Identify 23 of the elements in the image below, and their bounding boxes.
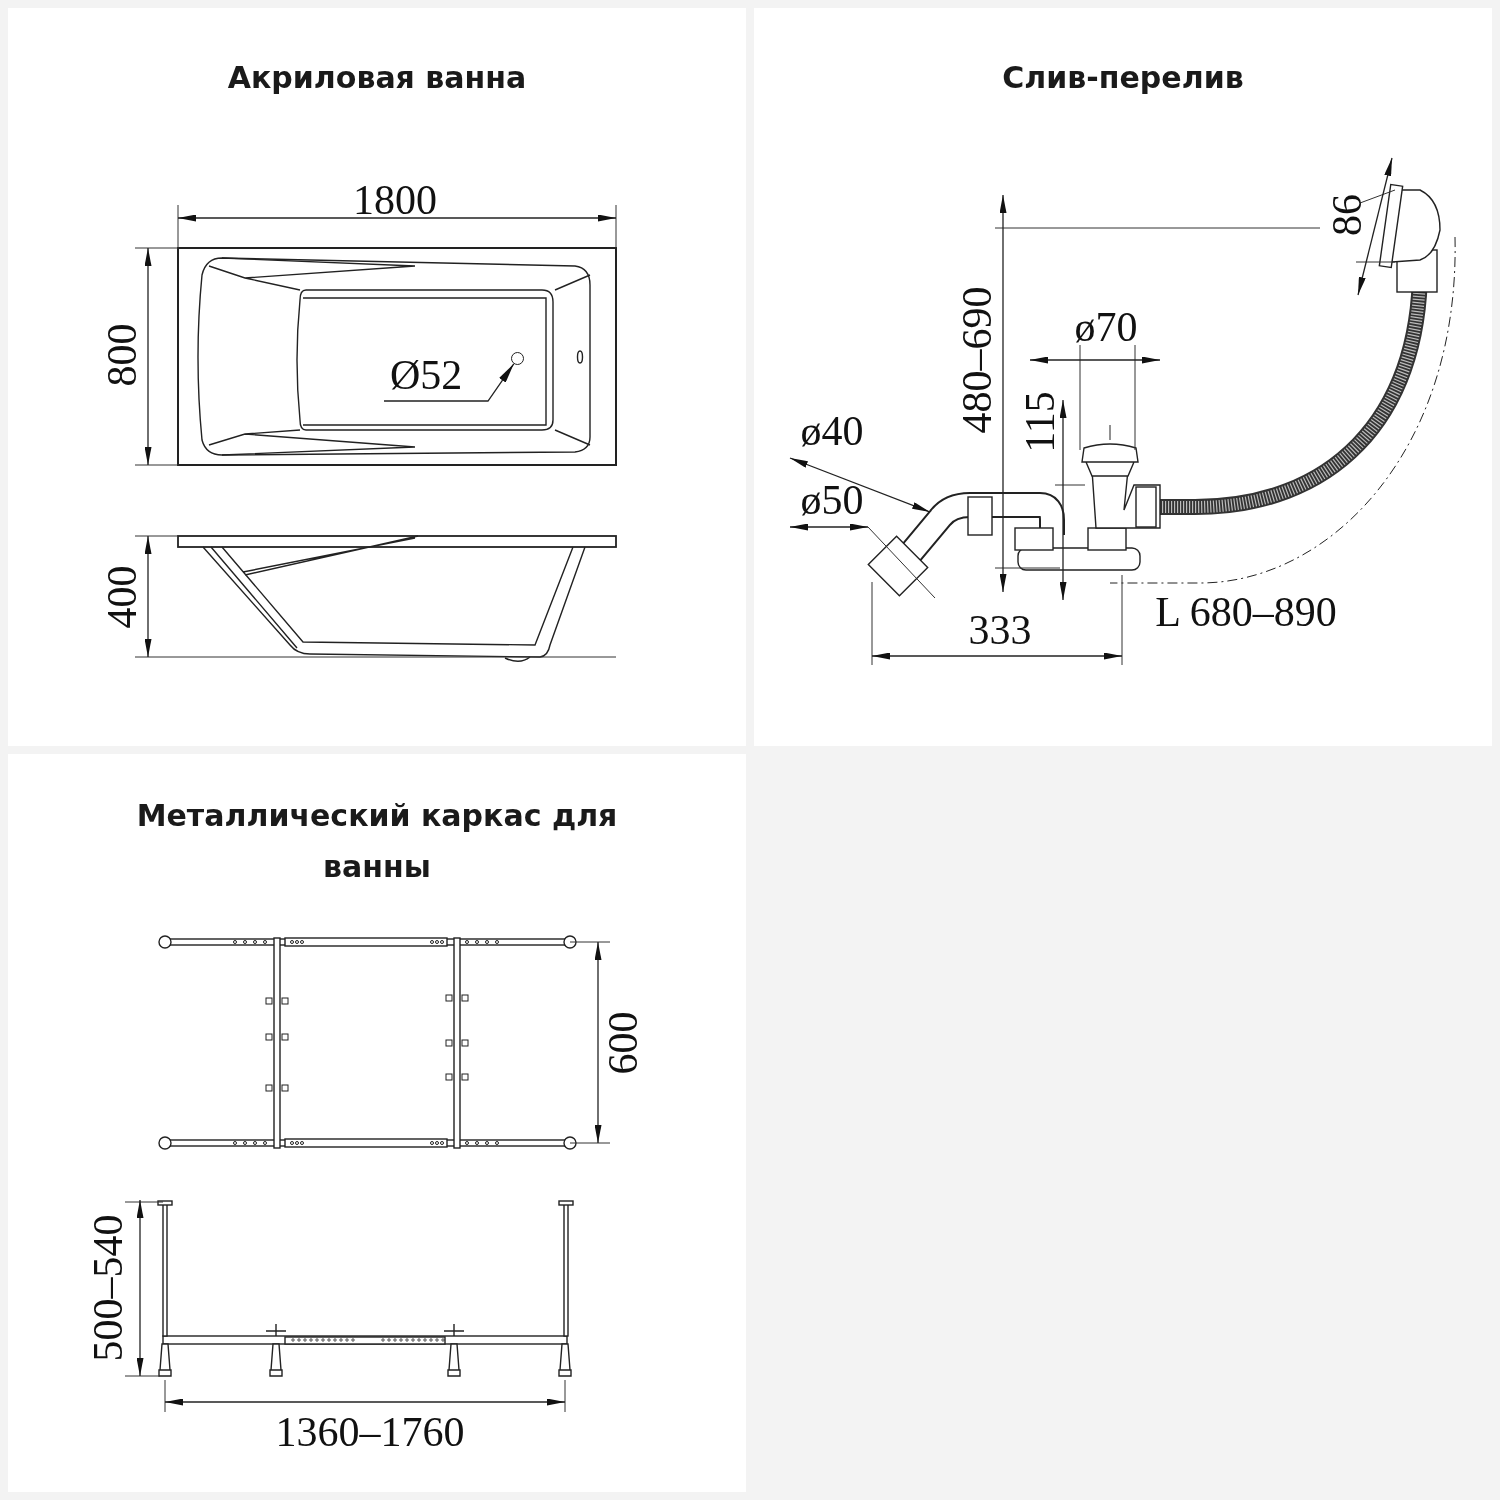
leader-line [383, 363, 515, 402]
panel-heading: Акриловая ванна [226, 59, 528, 97]
dimension-text: ø70 [1074, 306, 1138, 348]
dimension-text: 800 [101, 323, 143, 387]
dimension-text: 400 [101, 565, 143, 629]
dimension-text: Ø52 [390, 353, 480, 397]
dimension-text: 333 [968, 609, 1032, 651]
dimension-text: 1360–1760 [275, 1411, 465, 1453]
panel [754, 8, 1492, 746]
dimension-text: ø50 [800, 479, 864, 521]
dimension-text: 86 [1326, 194, 1368, 236]
dimension-text: L 680–890 [1155, 591, 1337, 633]
dimension-text: 500–540 [87, 1214, 129, 1362]
dimension-text: 115 [1019, 391, 1061, 453]
dimension-text: ø40 [800, 410, 864, 452]
panel-heading: Слив-перелив [1001, 59, 1245, 97]
dimension-text: 1800 [353, 179, 437, 221]
dimension-text: 600 [602, 1011, 644, 1075]
drain-hole [511, 352, 524, 365]
panel [8, 8, 746, 746]
panel-heading: Металлический каркас для ванны [135, 797, 619, 886]
panel [8, 754, 746, 1492]
dimension-text: 480–690 [956, 286, 998, 434]
